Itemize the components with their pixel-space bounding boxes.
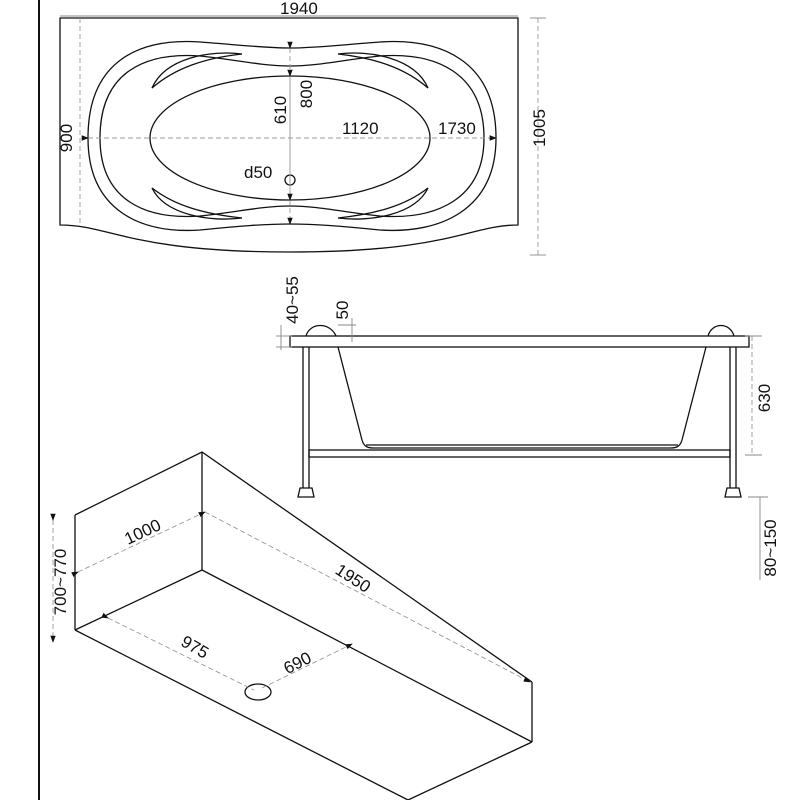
label-rim-thickness: 40~55 bbox=[283, 276, 302, 324]
label-width-left: 900 bbox=[57, 124, 76, 152]
label-niche-length: 1950 bbox=[332, 560, 374, 597]
dim-line-975 bbox=[101, 612, 255, 691]
label-rim-offset: 50 bbox=[333, 301, 352, 320]
headrest-left bbox=[305, 324, 337, 337]
label-overall-length: 1940 bbox=[280, 0, 318, 18]
niche-floor-back-left bbox=[74, 569, 203, 631]
label-basin-length: 1730 bbox=[438, 119, 476, 138]
headrest-right bbox=[707, 324, 735, 337]
label-drain-from-side: 690 bbox=[281, 648, 315, 678]
armrest-top-left bbox=[151, 52, 243, 89]
label-drain-diameter: d50 bbox=[244, 163, 272, 182]
drain-hole-niche bbox=[244, 683, 272, 701]
label-inner-depth: 800 bbox=[297, 80, 316, 108]
label-tub-depth: 630 bbox=[755, 384, 774, 412]
niche-floor-front bbox=[74, 629, 409, 800]
foot-right bbox=[724, 487, 742, 498]
label-drain-from-end: 975 bbox=[178, 632, 212, 663]
dim-line-690 bbox=[261, 643, 353, 689]
niche-floor-front-right bbox=[407, 741, 533, 800]
top-view-outline bbox=[59, 17, 519, 253]
foot-left bbox=[297, 487, 315, 498]
label-leg-height: 80~150 bbox=[761, 519, 780, 576]
label-width-right: 1005 bbox=[530, 109, 549, 147]
label-inner-width: 610 bbox=[271, 96, 290, 124]
armrest-top-right bbox=[337, 52, 429, 89]
tub-rim bbox=[289, 335, 750, 348]
dim-line-1950 bbox=[204, 511, 531, 683]
tub-body bbox=[337, 346, 707, 449]
frame-crossbar bbox=[308, 449, 731, 458]
armrest-bottom-left bbox=[151, 187, 243, 220]
label-niche-height: 700~770 bbox=[51, 549, 70, 616]
top-view: 1940 900 1005 610 800 1120 1730 d50 bbox=[57, 0, 549, 256]
label-niche-width: 1000 bbox=[122, 515, 164, 548]
niche-floor-back-right bbox=[201, 569, 533, 743]
niche-view: 1000 1950 700~770 975 690 bbox=[50, 451, 533, 800]
side-view: 40~55 50 630 80~150 bbox=[276, 276, 780, 580]
outer-basin bbox=[87, 40, 497, 232]
label-inner-length: 1120 bbox=[342, 119, 379, 138]
armrest-bottom-right bbox=[337, 187, 429, 220]
